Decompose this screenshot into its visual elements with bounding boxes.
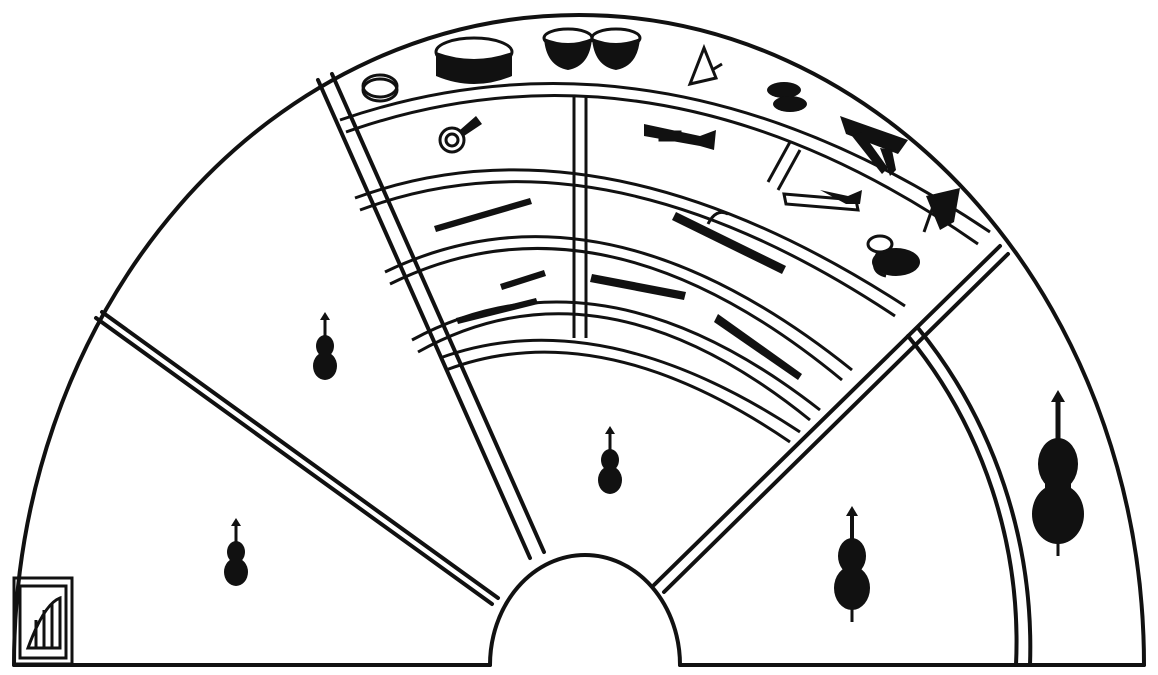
double-bass-icon [1032,390,1084,556]
seating-outline [14,15,1144,665]
violin-icon [598,426,622,494]
trombone-icon [784,190,862,210]
oboe-icon [590,274,686,300]
flute-icon [434,198,532,232]
trumpet-icon [644,124,716,150]
triangle-icon [690,48,722,84]
harp-icon [28,598,60,648]
french-horn-icon [440,116,482,152]
cymbals-icon [767,82,807,112]
tambourine-icon [363,75,397,101]
bass-drum-icon [436,38,512,84]
cello-icon [834,506,870,622]
tuba-icon [868,236,920,276]
violin-icon [313,312,337,380]
violin-icon [224,518,248,586]
timpani-icon [544,29,640,70]
